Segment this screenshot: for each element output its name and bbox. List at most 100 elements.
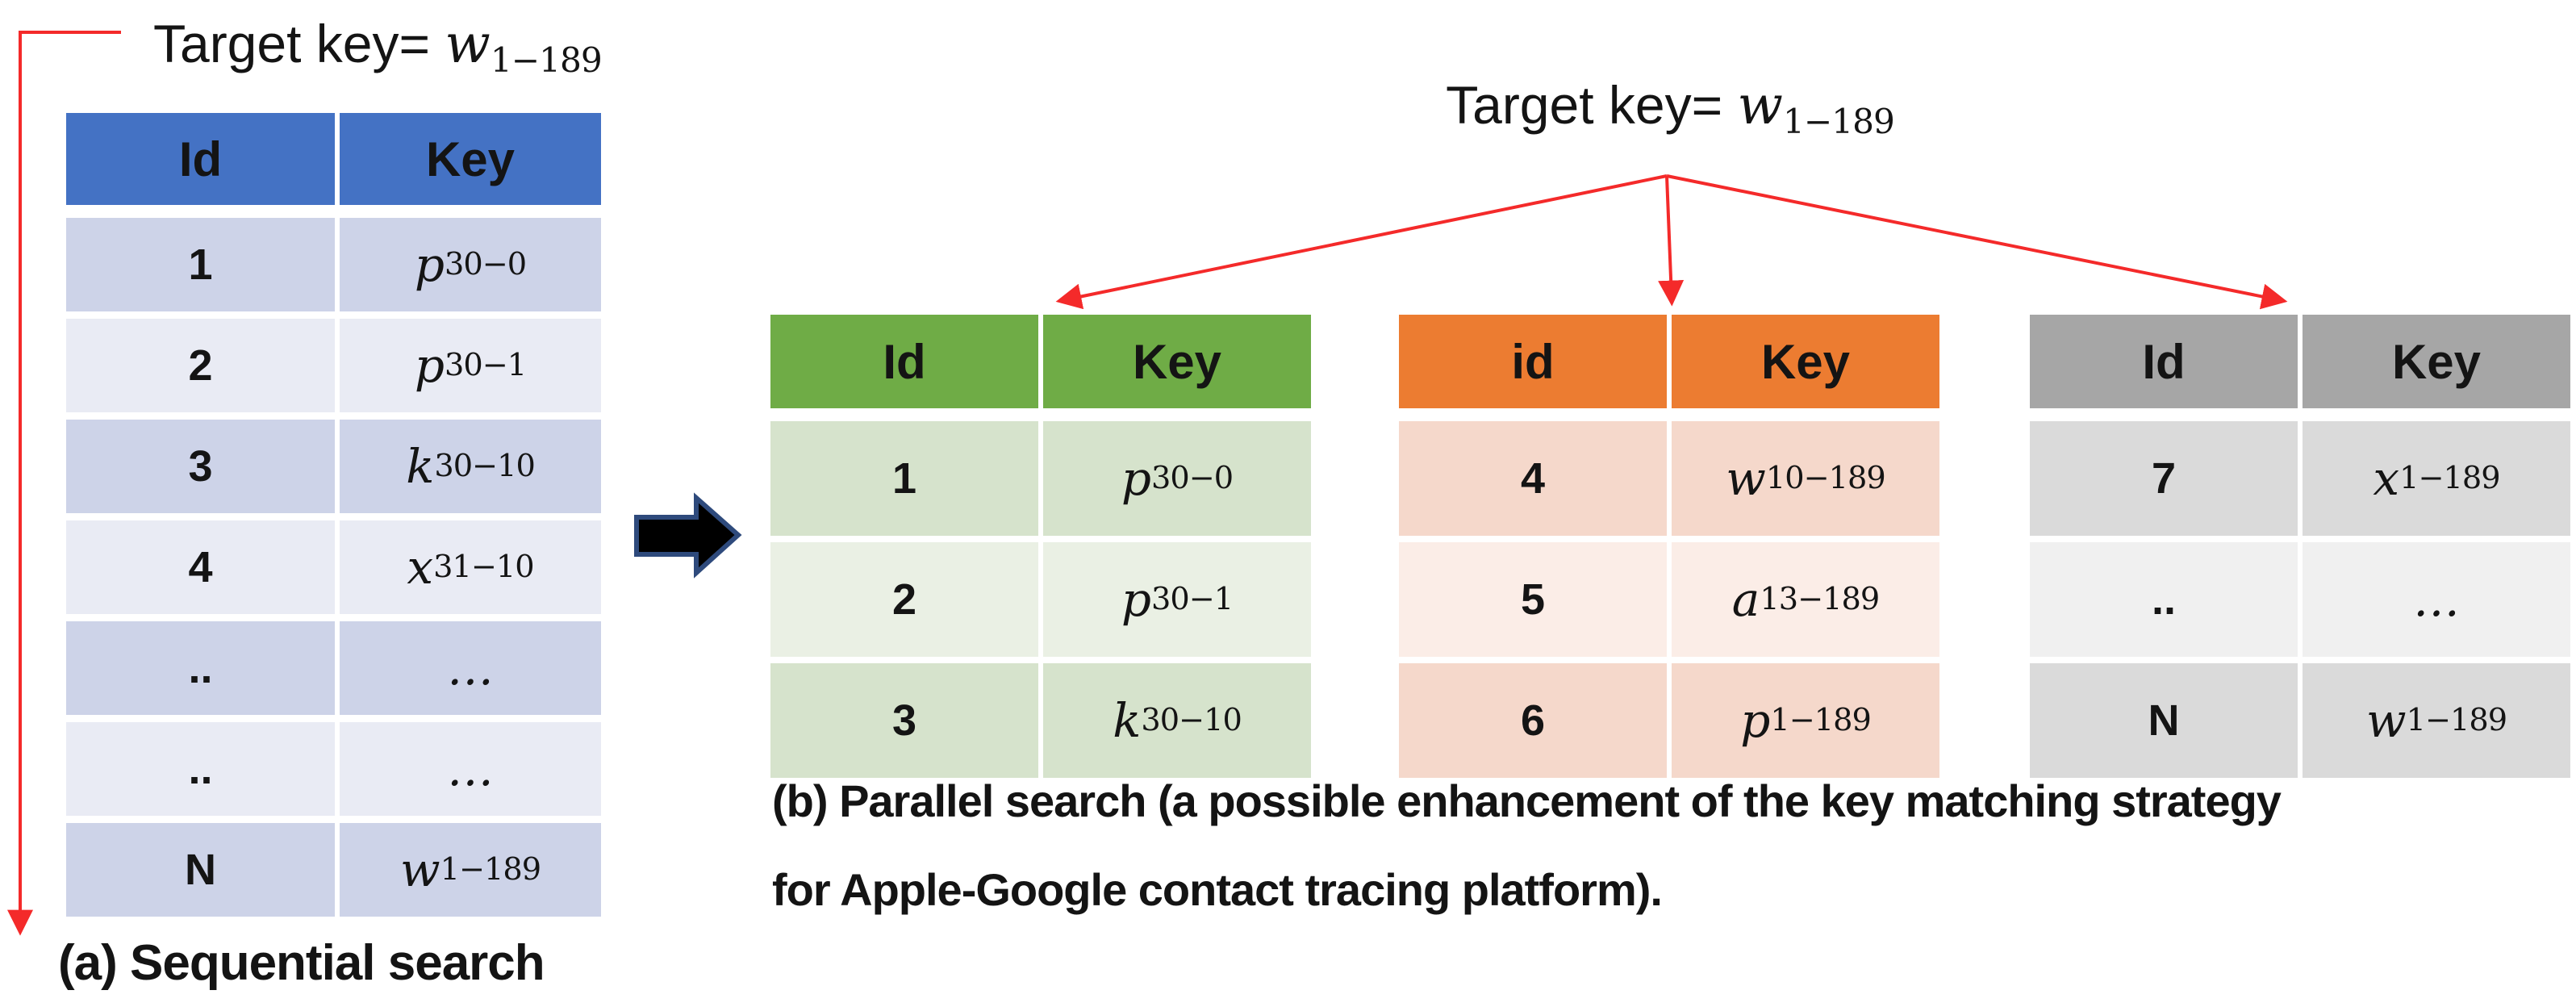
header-key: Key	[340, 113, 601, 205]
row-id: 2	[66, 319, 335, 412]
table-header-row: Id Key	[66, 113, 601, 205]
key-subscript: 1−189	[2406, 701, 2507, 738]
row-id: 5	[1399, 542, 1667, 657]
key-base: w	[399, 842, 440, 897]
caption-parallel-line1: (b) Parallel search (a possible enhancem…	[772, 775, 2282, 826]
row-id: ..	[2030, 542, 2298, 657]
key-base: …	[447, 641, 494, 696]
table-header-row: Id Key	[2030, 315, 2570, 408]
target-key-variable: w	[1737, 74, 1783, 136]
key-base: a	[1731, 572, 1760, 627]
target-key-label-a: Target key= w1−189	[153, 13, 603, 80]
key-subscript: 1−189	[2399, 459, 2500, 496]
key-base: …	[2413, 572, 2460, 627]
key-base: w	[2365, 693, 2407, 748]
table-header-row: id Key	[1399, 315, 1939, 408]
caption-parallel: (b) Parallel search (a possible enhancem…	[772, 757, 2282, 934]
header-id: Id	[2030, 315, 2298, 408]
key-base: p	[1121, 572, 1152, 627]
row-id: 4	[66, 520, 335, 614]
key-subscript: 30−0	[1151, 459, 1234, 496]
row-id: 3	[770, 663, 1038, 778]
table-row: .. …	[66, 621, 601, 715]
fanout-arrow-gray	[1666, 174, 2288, 310]
header-key: Key	[1043, 315, 1311, 408]
key-subscript: 30−1	[1151, 580, 1234, 617]
key-base: k	[1113, 693, 1142, 748]
sequential-search-arrow	[7, 31, 121, 936]
table-header-row: Id Key	[770, 315, 1311, 408]
header-id: id	[1399, 315, 1667, 408]
table-row: .. …	[2030, 542, 2570, 657]
key-subscript: 30−0	[445, 245, 527, 282]
row-id: N	[2030, 663, 2298, 778]
key-subscript: 30−10	[434, 447, 535, 484]
header-id: Id	[770, 315, 1038, 408]
row-id: ..	[66, 722, 335, 816]
row-id: 4	[1399, 421, 1667, 536]
target-key-text: Target key=	[153, 14, 445, 73]
key-base: x	[2373, 451, 2400, 506]
transform-block-arrow	[634, 492, 742, 579]
key-subscript: 31−10	[433, 548, 534, 585]
key-base: p	[414, 237, 445, 292]
key-base: w	[1726, 451, 1766, 506]
table-row: .. …	[66, 722, 601, 816]
key-subscript: 10−189	[1765, 459, 1886, 496]
target-key-variable: w	[445, 13, 491, 75]
row-key: …	[340, 621, 601, 715]
row-key: …	[2303, 542, 2570, 657]
row-id: 1	[66, 218, 335, 311]
row-id: 7	[2030, 421, 2298, 536]
row-id: 2	[770, 542, 1038, 657]
row-id: 6	[1399, 663, 1667, 778]
row-id: ..	[66, 621, 335, 715]
target-key-subscript: 1−189	[490, 40, 603, 80]
target-key-subscript: 1−189	[1782, 101, 1895, 141]
caption-sequential: (a) Sequential search	[58, 935, 545, 991]
row-id: N	[66, 823, 335, 917]
row-id: 3	[66, 420, 335, 513]
key-base: p	[414, 338, 445, 393]
header-key: Key	[1672, 315, 1939, 408]
fanout-arrow-green	[1055, 174, 1668, 310]
key-base: …	[447, 742, 494, 796]
caption-parallel-line2: for Apple-Google contact tracing platfor…	[772, 864, 1663, 915]
key-subscript: 30−10	[1141, 701, 1242, 738]
row-key: …	[340, 722, 601, 816]
header-key: Key	[2303, 315, 2570, 408]
key-base: p	[1121, 451, 1152, 506]
key-subscript: 13−189	[1760, 580, 1880, 617]
fanout-arrow-orange	[1658, 175, 1685, 307]
key-base: p	[1740, 693, 1771, 748]
